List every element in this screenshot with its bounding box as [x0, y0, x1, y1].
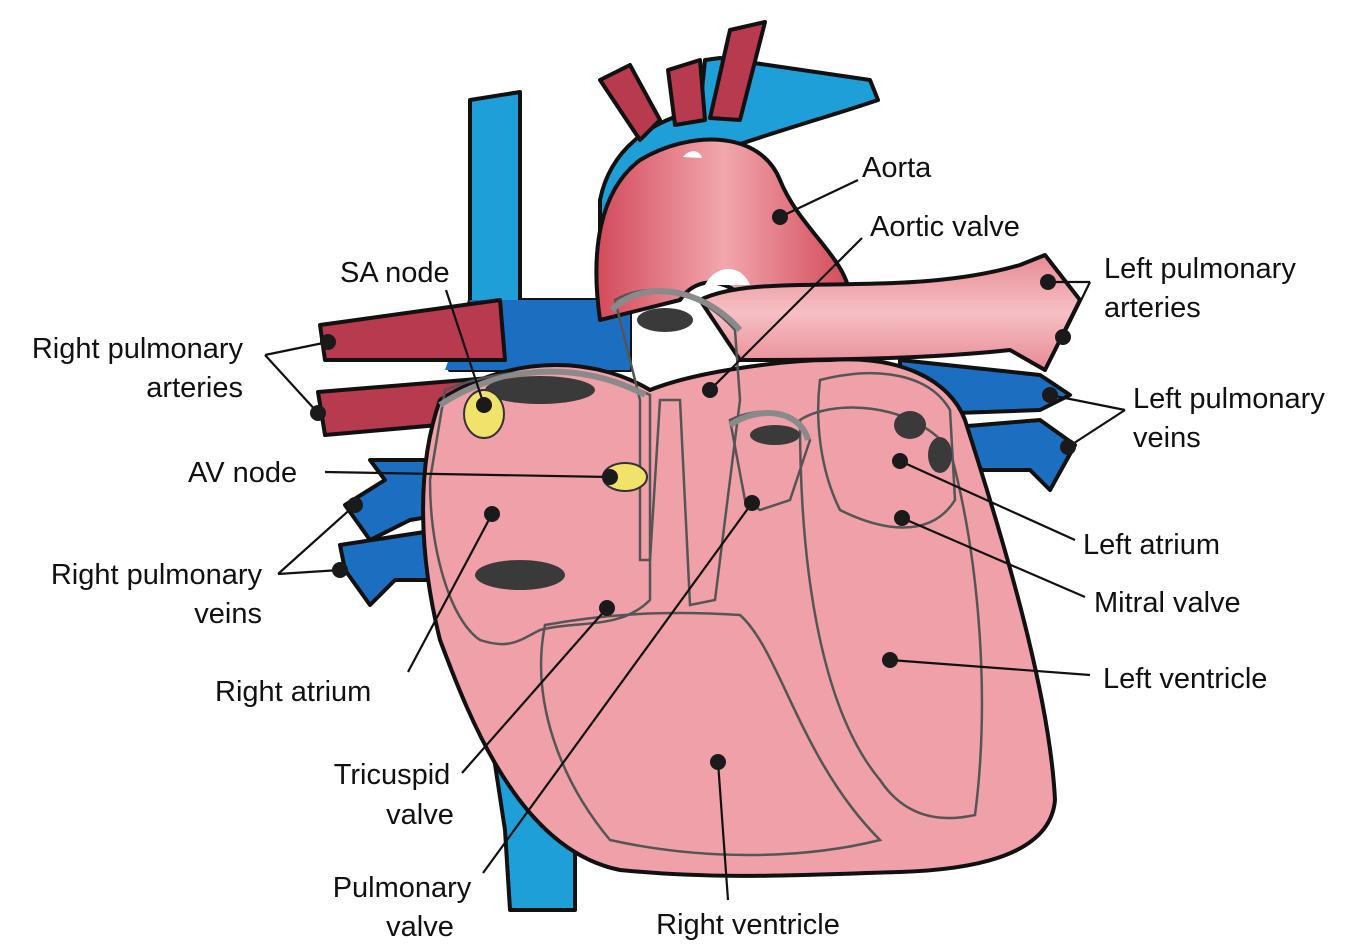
valve-rings — [438, 288, 811, 442]
label-pulmonary-valve-line1: Pulmonary — [333, 872, 472, 904]
label-left-pulmonary-veins-line2: veins — [1133, 422, 1201, 454]
dot-left-atrium — [892, 453, 908, 469]
label-aortic-valve: Aortic valve — [870, 211, 1020, 243]
label-sa-node: SA node — [340, 257, 450, 289]
dot-right-pulmonary-artery-2 — [310, 405, 326, 421]
dot-right-pulmonary-vein-2 — [332, 562, 348, 578]
labels: Aorta Aortic valve SA node Left pulmonar… — [32, 152, 1325, 943]
label-dots — [310, 209, 1076, 770]
dot-right-pulmonary-vein-1 — [347, 497, 363, 513]
label-pulmonary-valve-line2: valve — [386, 911, 454, 943]
dot-tricuspid-valve — [599, 600, 615, 616]
dot-aortic-valve — [702, 382, 718, 398]
label-tricuspid-valve-line1: Tricuspid — [334, 759, 451, 791]
label-right-pulmonary-arteries-line1: Right pulmonary — [32, 333, 244, 365]
dot-sa-node — [476, 397, 492, 413]
heart-body — [421, 357, 1057, 878]
dot-aorta — [772, 209, 788, 225]
right-ventricle-chamber — [539, 611, 883, 857]
sa-node-structure — [463, 389, 505, 439]
label-right-ventricle: Right ventricle — [656, 909, 840, 941]
label-left-pulmonary-veins-line1: Left pulmonary — [1133, 383, 1325, 415]
left-atrium-chamber — [816, 372, 957, 529]
dot-pulmonary-valve — [744, 495, 760, 511]
leader-lines — [264, 179, 1126, 901]
dot-right-atrium — [484, 506, 500, 522]
dot-left-pulmonary-vein-1 — [1042, 387, 1058, 403]
label-right-pulmonary-arteries-line2: arteries — [146, 372, 243, 404]
dot-left-pulmonary-artery-1 — [1040, 274, 1056, 290]
dot-right-ventricle — [710, 754, 726, 770]
label-right-pulmonary-veins-line2: veins — [194, 598, 262, 630]
label-tricuspid-valve-line2: valve — [386, 799, 454, 831]
label-left-ventricle: Left ventricle — [1103, 663, 1267, 695]
label-left-pulmonary-arteries-line2: arteries — [1104, 292, 1201, 324]
label-aorta: Aorta — [862, 152, 932, 184]
valve-openings — [475, 151, 952, 590]
dot-mitral-valve — [894, 510, 910, 526]
dot-left-pulmonary-vein-2 — [1060, 439, 1076, 455]
dot-left-pulmonary-artery-2 — [1055, 329, 1071, 345]
label-av-node: AV node — [188, 457, 297, 489]
label-right-pulmonary-veins-line1: Right pulmonary — [51, 559, 263, 591]
label-left-pulmonary-arteries-line1: Left pulmonary — [1104, 253, 1296, 285]
dot-left-ventricle — [882, 652, 898, 668]
label-mitral-valve: Mitral valve — [1094, 587, 1241, 619]
label-left-atrium: Left atrium — [1083, 529, 1220, 561]
label-right-atrium: Right atrium — [215, 676, 371, 708]
dot-right-pulmonary-artery-1 — [320, 334, 336, 350]
dot-av-node — [602, 469, 618, 485]
